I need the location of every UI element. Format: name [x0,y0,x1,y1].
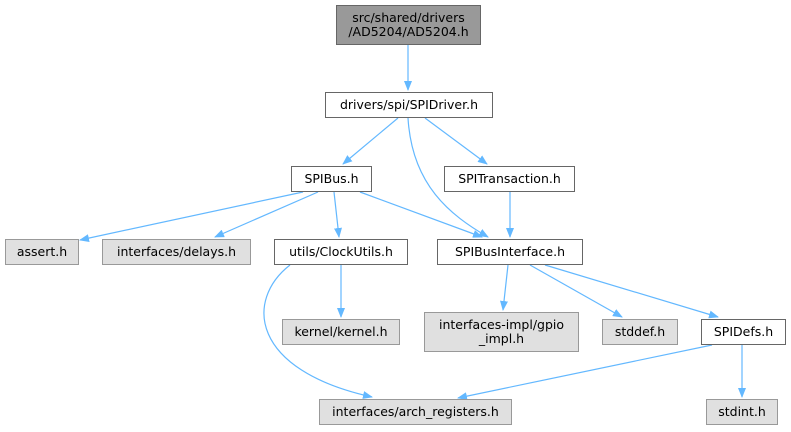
edge-spibus-to-clockutils [333,191,342,238]
node-spibusinterface-header[interactable]: SPIBusInterface.h [437,239,583,265]
edge-spidriver-to-spibus [342,117,399,165]
node-ad5204-header[interactable]: src/shared/drivers/AD5204/AD5204.h [336,5,481,45]
edge-spibus-to-spibusinterface [359,191,483,238]
node-spidriver-header[interactable]: drivers/spi/SPIDriver.h [325,92,493,118]
node-spibus-header[interactable]: SPIBus.h [291,166,372,192]
edge-spibusinterface-to-gpio [500,264,509,311]
node-stdint-header[interactable]: stdint.h [706,399,778,425]
edge-spibusinterface-to-stddef [529,264,623,318]
edge-spidriver-to-spitransaction [424,117,488,165]
node-kernel-header[interactable]: kernel/kernel.h [282,319,400,345]
edge-spidriver-to-spibusinterface [407,117,489,238]
node-clockutils-header[interactable]: utils/ClockUtils.h [274,239,408,265]
edge-spidefs-to-arch [457,344,713,401]
node-delays-header[interactable]: interfaces/delays.h [102,239,251,265]
edge-clockutils-to-arch [263,264,373,399]
node-assert-header[interactable]: assert.h [5,239,79,265]
node-spitransaction-header[interactable]: SPITransaction.h [444,166,575,192]
edge-spibus-to-delays [214,191,319,238]
node-gpio-impl-header[interactable]: interfaces-impl/gpio_impl.h [424,312,579,352]
edge-spibusinterface-to-spidefs [544,264,719,319]
node-spidefs-header[interactable]: SPIDefs.h [701,319,786,345]
node-stddef-header[interactable]: stddef.h [602,319,678,345]
node-arch-registers-header[interactable]: interfaces/arch_registers.h [319,399,512,425]
edge-spibus-to-assert [79,191,304,243]
